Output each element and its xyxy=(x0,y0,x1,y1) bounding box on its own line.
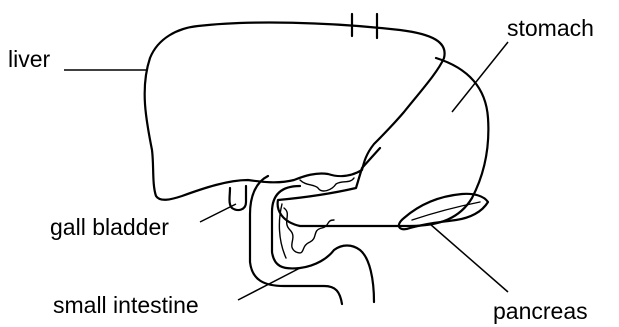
gall-bladder-label: gall bladder xyxy=(50,216,169,239)
gall-bladder-leader xyxy=(200,204,236,222)
stomach-leader xyxy=(452,42,508,112)
pancreas xyxy=(399,194,488,229)
liver-label: liver xyxy=(8,48,50,71)
small-intestine-leader xyxy=(238,268,300,300)
small-intestine-label: small intestine xyxy=(53,294,199,317)
pancreas-leader xyxy=(430,224,508,292)
pancreas-label: pancreas xyxy=(493,300,588,323)
liver-underside-detail xyxy=(300,178,354,191)
small-intestine xyxy=(250,176,342,304)
duodenum-folds xyxy=(284,208,334,253)
small-intestine-inner xyxy=(272,186,374,302)
duodenum-inner-edge xyxy=(279,204,286,258)
liver xyxy=(145,23,445,200)
stomach-label: stomach xyxy=(507,17,594,40)
stomach xyxy=(278,58,489,226)
